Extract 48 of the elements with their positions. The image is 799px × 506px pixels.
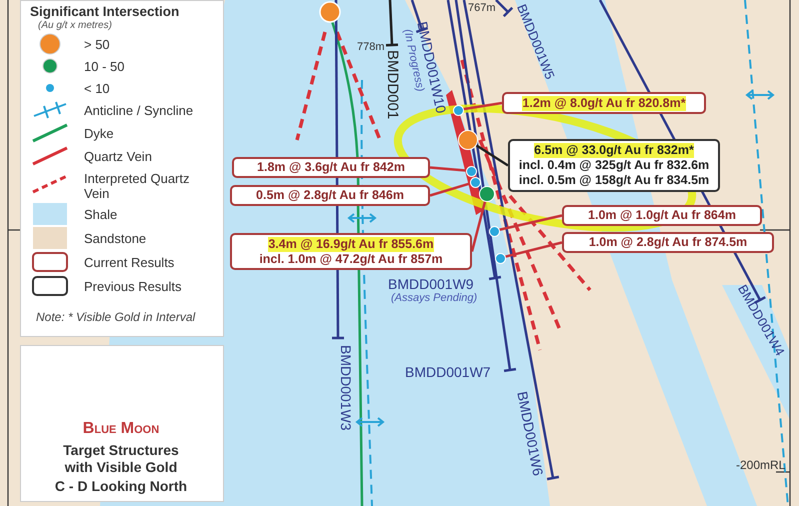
note-text: Note: * Visible Gold in Interval <box>36 310 196 324</box>
result-callout <box>562 232 774 253</box>
legend-text: Interpreted Quartz Vein <box>84 171 190 201</box>
result-text: 1.0m @ 2.8g/t Au fr 874.5m <box>588 235 748 250</box>
drill-hole-label: BMDD001 <box>384 50 401 120</box>
drill-hole-label: BMDD001W7 <box>405 364 491 380</box>
result-text: incl. 0.4m @ 325g/t Au fr 832.6m <box>518 158 710 173</box>
elevation-label: -200mRL <box>736 458 786 472</box>
legend-text: Current Results <box>84 255 176 270</box>
legend-text: Sandstone <box>84 231 148 246</box>
result-text: 0.5m @ 2.8g/t Au fr 846m <box>256 188 404 203</box>
result-text: 1.2m @ 8.0g/t Au fr 820.8m* <box>522 96 686 110</box>
legend-subheading: (Au g/t x metres) <box>38 20 112 31</box>
legend-text: Quartz Vein <box>84 149 153 164</box>
legend-text: > 50 <box>84 37 111 52</box>
title-text: Target Structures with Visible Gold <box>62 442 180 476</box>
drill-hole-label: BMDD001W3 <box>338 345 354 431</box>
legend-heading: Significant Intersection <box>30 4 180 19</box>
result-text: incl. 1.0m @ 47.2g/t Au fr 857m <box>259 252 443 266</box>
legend-text: < 10 <box>84 81 111 96</box>
drill-hole-label: BMDD001W9 <box>388 276 474 292</box>
result-callout <box>562 205 762 226</box>
result-callout <box>230 185 430 206</box>
depth-label: 767m <box>468 2 496 14</box>
result-callout <box>230 233 472 270</box>
legend-text: 10 - 50 <box>84 59 126 74</box>
status-label: (Assays Pending) <box>391 292 478 304</box>
result-callout <box>232 157 430 178</box>
result-text: 1.8m @ 3.6g/t Au fr 842m <box>257 160 405 175</box>
leader-line <box>430 166 466 172</box>
leader-line <box>470 201 486 252</box>
title-text: C - D Looking North <box>54 478 188 494</box>
legend-text: Shale <box>84 207 118 222</box>
depth-label: 778m <box>357 41 385 53</box>
result-text: 6.5m @ 33.0g/t Au fr 832m* <box>534 143 694 158</box>
result-text: incl. 0.5m @ 158g/t Au fr 834.5m <box>518 173 710 188</box>
project-name: Blue Moon <box>82 420 160 438</box>
legend-text: Dyke <box>84 126 115 141</box>
leader-line <box>430 182 470 197</box>
result-text: 1.0m @ 1.0g/t Au fr 864m <box>588 208 736 223</box>
result-text: 3.4m @ 16.9g/t Au fr 855.6m <box>268 236 434 252</box>
result-callout <box>508 139 720 192</box>
leader-line <box>463 102 502 110</box>
legend-text: Previous Results <box>84 279 183 294</box>
leader-line <box>476 144 509 167</box>
result-callout <box>502 92 706 114</box>
legend-text: Anticline / Syncline <box>84 103 194 118</box>
leader-line <box>505 241 562 258</box>
